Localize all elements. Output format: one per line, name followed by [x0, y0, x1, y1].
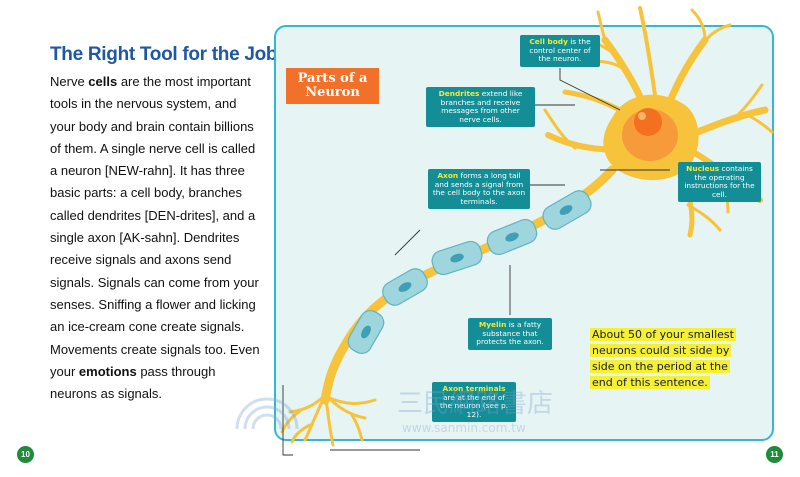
watermark-logo: 三民網路書店 www.sanmin.com.tw [235, 389, 553, 435]
label-text: is the control center of the neuron. [529, 37, 591, 64]
label-nucleus: Nucleus contains the operating instructi… [678, 162, 761, 203]
label-myelin: Myelin is a fatty substance that protect… [468, 318, 552, 350]
myelin-nuclei [361, 205, 573, 339]
body-text-run: Nerve [50, 74, 89, 89]
page-title: The Right Tool for the Job [50, 44, 278, 65]
body-text-run: are the most important tools in the nerv… [50, 74, 260, 379]
body-text-bold: cells [88, 74, 118, 89]
label-text: forms a long tail and sends a signal fro… [432, 171, 526, 206]
body-paragraph: Nerve cells are the most important tools… [50, 71, 265, 405]
label-term: Cell body [529, 37, 568, 46]
fun-fact: About 50 of your smallest neurons could … [590, 327, 745, 391]
label-term: Nucleus [686, 164, 720, 173]
nucleus-illustration [634, 108, 662, 136]
label-term: Axon [437, 171, 459, 180]
body-text-bold: emotions [78, 363, 137, 379]
watermark-text: 三民網路書店 [397, 389, 553, 419]
dendrites-illustration [543, 6, 774, 238]
label-term: Myelin [478, 320, 507, 329]
body-text-run: pass through neurons as signals. [50, 363, 216, 402]
fun-fact-text: About 50 of your smallest neurons could … [590, 328, 736, 389]
label-text: contains the operating instructions for … [684, 164, 755, 199]
panel-title: Parts of a Neuron [286, 68, 379, 104]
label-text: is a fatty substance that protects the a… [476, 320, 544, 347]
label-axon-terminals: Axon terminals are at the end of the neu… [432, 382, 516, 423]
label-axon: Axon forms a long tail and sends a signa… [428, 169, 530, 210]
label-cell-body: Cell body is the control center of the n… [520, 35, 600, 67]
label-pointers [282, 68, 670, 456]
label-text: extend like branches and receive message… [440, 89, 523, 124]
label-dendrites: Dendrites extend like branches and recei… [426, 87, 535, 128]
watermark-url: www.sanmin.com.tw [402, 421, 526, 435]
label-term: Axon terminals [442, 384, 506, 393]
label-term: Dendrites [438, 89, 480, 98]
page-number-left: 10 [17, 446, 34, 463]
page-number-right: 11 [766, 446, 783, 463]
label-text: are at the end of the neuron (see p. 12)… [439, 392, 509, 419]
